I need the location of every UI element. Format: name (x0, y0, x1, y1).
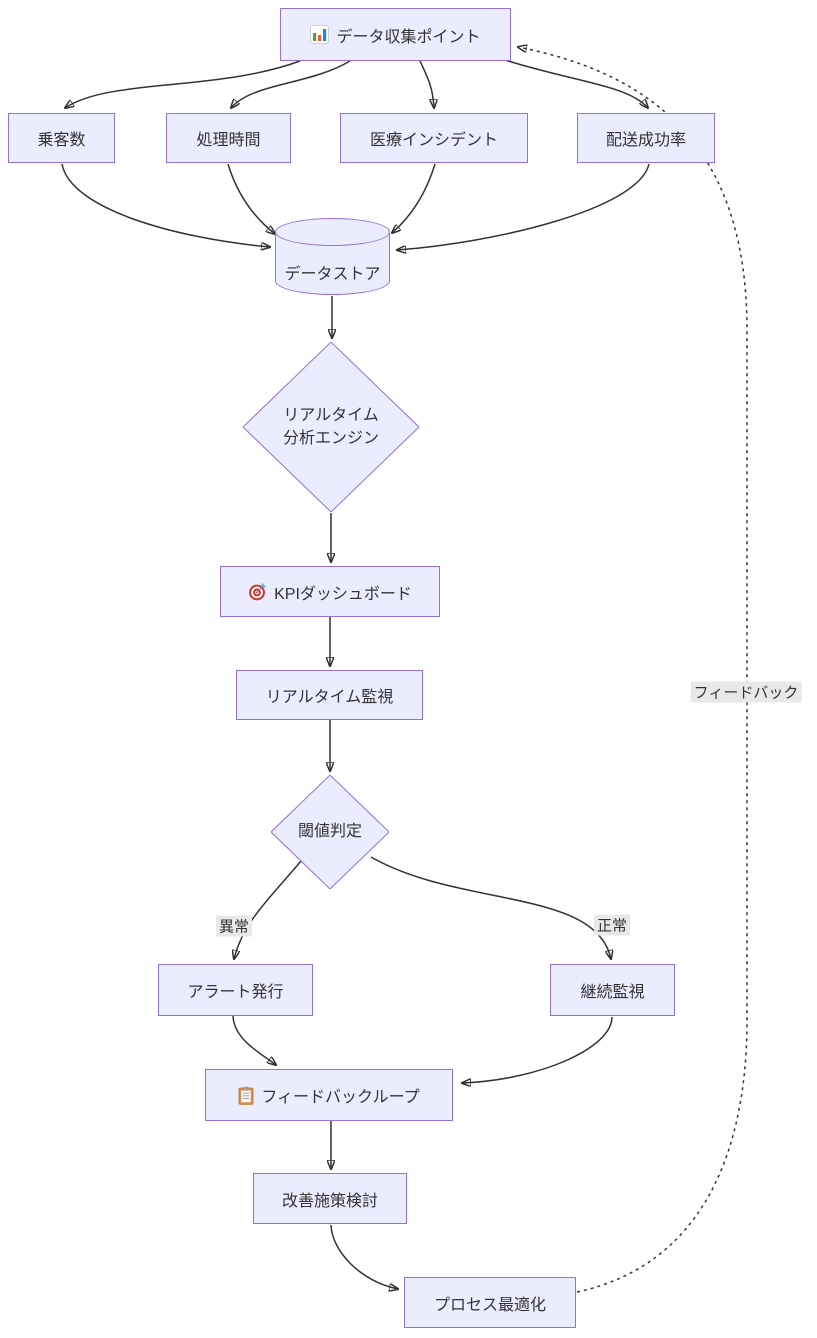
diamond-shape (243, 342, 419, 512)
edge-collection-medical (419, 60, 434, 108)
node-delivery-success-rate: 配送成功率 (577, 113, 715, 163)
edge-label-abnormal: 異常 (215, 915, 253, 937)
edge-label-feedback: フィードバック (690, 681, 802, 703)
edge-alert-feedbackloop (232, 1015, 276, 1065)
node-process-optimization: プロセス最適化 (404, 1277, 576, 1328)
node-label: 乗客数 (37, 132, 86, 149)
node-label: KPIダッシュボード (274, 585, 412, 603)
diamond-shape (271, 775, 389, 889)
edge-passengers-datastore (61, 163, 270, 247)
edge-collection-passengers (65, 60, 301, 108)
edge-collection-delivery (504, 59, 648, 108)
clipboard-icon (238, 1086, 254, 1105)
bar-chart-icon (310, 25, 330, 44)
node-data-store: データストア (275, 218, 390, 295)
label-line-1: リアルタイム (283, 406, 379, 424)
edge-threshold-continue (370, 856, 611, 959)
node-label: 継続監視 (580, 984, 645, 1001)
node-passenger-count: 乗客数 (8, 113, 115, 163)
edge-threshold-alert (234, 860, 302, 959)
cylinder-top (275, 218, 390, 246)
node-medical-incident: 医療インシデント (340, 113, 528, 163)
node-label: リアルタイム監視 (265, 689, 394, 706)
node-continuous-monitoring: 継続監視 (550, 964, 675, 1016)
label-line-2: 分析エンジン (282, 430, 379, 447)
node-kpi-dashboard: KPIダッシュボード (220, 566, 440, 617)
node-realtime-analysis-engine: リアルタイム 分析エンジン (243, 342, 419, 512)
edge-medical-datastore (392, 163, 436, 233)
node-label: 医療インシデント (369, 132, 498, 149)
node-feedback-loop: フィードバックループ (205, 1069, 453, 1121)
edge-continue-feedbackloop (462, 1016, 613, 1083)
edge-optimization-collection-feedback (518, 47, 748, 1293)
node-label: 改善施策検討 (281, 1192, 378, 1210)
node-label: 処理時間 (196, 132, 261, 149)
node-label: リアルタイム 分析エンジン (243, 342, 419, 512)
edge-label-normal: 正常 (593, 914, 631, 936)
node-label: 配送成功率 (605, 132, 686, 149)
label-line-1: 閾値判定 (297, 823, 362, 841)
node-label: 閾値判定 (271, 775, 389, 889)
edge-processing-datastore (227, 163, 275, 234)
node-realtime-monitoring: リアルタイム監視 (236, 670, 423, 720)
node-processing-time: 処理時間 (166, 113, 291, 163)
node-data-collection-point: データ収集ポイント (280, 8, 511, 61)
node-label: データ収集ポイント (336, 28, 481, 46)
node-label: プロセス最適化 (433, 1296, 546, 1314)
target-icon (248, 582, 267, 601)
edge-delivery-datastore (397, 163, 650, 250)
edge-improvement-optimization (330, 1224, 398, 1289)
node-alert-issue: アラート発行 (158, 964, 313, 1016)
node-label: アラート発行 (187, 984, 284, 1001)
node-threshold-judgment: 閾値判定 (271, 775, 389, 889)
node-label: データストア (284, 265, 381, 283)
node-label: フィードバックループ (261, 1089, 420, 1106)
node-improvement-review: 改善施策検討 (253, 1173, 407, 1224)
edge-collection-processing (231, 60, 351, 108)
